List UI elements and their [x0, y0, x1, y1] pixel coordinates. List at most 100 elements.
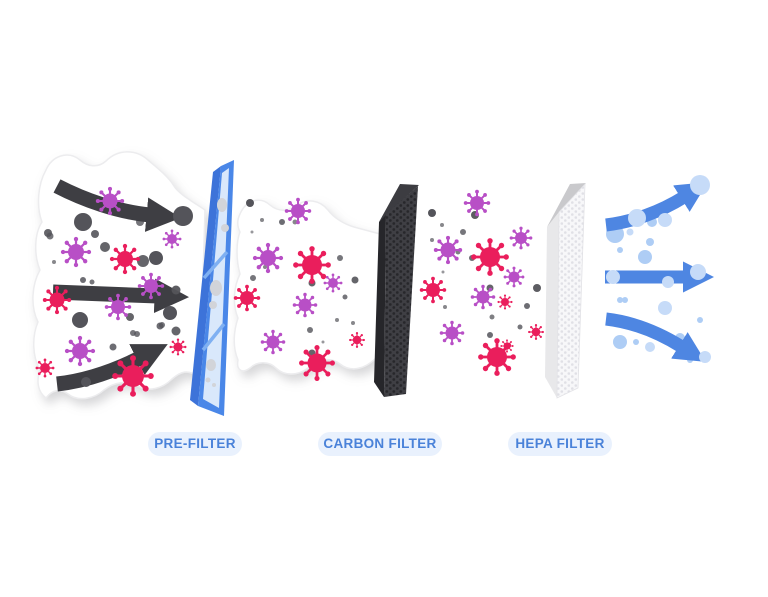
- clean-arrow-top-icon: [605, 182, 708, 232]
- dust-particle: [72, 312, 88, 328]
- dust-particles-post-carbon: [428, 209, 541, 338]
- dust-particles-dirty-front: [81, 206, 193, 387]
- virus-icon-pink: [527, 323, 545, 341]
- carbon-filter-side: [374, 214, 386, 397]
- dust-particle: [321, 340, 325, 344]
- virus-icon-purple: [63, 334, 97, 368]
- dust-particle: [263, 265, 267, 269]
- pre-filter-side: [190, 166, 221, 406]
- virus-icon-pink: [499, 338, 515, 354]
- dust-particle: [279, 219, 285, 225]
- virus-icon-pink: [34, 357, 56, 379]
- dirty-arrow-middle-icon: [52, 278, 190, 314]
- dust-particle: [443, 305, 447, 309]
- pre-filter-trapped-dust: [205, 198, 229, 387]
- dust-particle: [517, 324, 523, 330]
- dust-particle: [430, 238, 434, 242]
- virus-icon-pink: [41, 284, 73, 316]
- dust-particle: [89, 279, 95, 285]
- dust-particle: [440, 223, 444, 227]
- virus-icon-purple: [136, 271, 166, 301]
- virus-icon-pink: [418, 275, 448, 305]
- virus-icon-purple: [161, 228, 183, 250]
- hepa-filter-face: [556, 182, 586, 399]
- dust-particle: [149, 251, 163, 265]
- dust-particle: [533, 284, 541, 292]
- air-bubble: [606, 270, 620, 284]
- air-bubble: [617, 297, 623, 303]
- virus-icon-purple: [438, 319, 466, 347]
- dust-particle: [342, 294, 348, 300]
- dust-particle: [260, 218, 264, 222]
- virus-icon-pink: [110, 353, 156, 399]
- dust-particle: [137, 255, 149, 267]
- dirty-arrow-top-icon: [53, 179, 181, 232]
- virus-icon-pink: [232, 283, 262, 313]
- air-bubble: [690, 175, 710, 195]
- pre-filter-label: PRE-FILTER: [148, 432, 242, 456]
- carbon-filter-label: CARBON FILTER: [318, 432, 442, 456]
- air-bubble: [697, 317, 703, 323]
- dust-particle: [171, 285, 181, 295]
- dust-particle: [246, 199, 254, 207]
- virus-icon-pink: [476, 336, 518, 378]
- virus-icon-purple: [322, 272, 344, 294]
- virus-icon-pink: [291, 244, 333, 286]
- air-bubble: [687, 357, 693, 363]
- air-bubble: [645, 342, 655, 352]
- air-bubble: [626, 228, 634, 236]
- pre-filter-glass-dividers: [201, 250, 229, 352]
- dust-particle: [173, 206, 193, 226]
- virus-icon-purple: [432, 234, 464, 266]
- clean-air-bubbles-back: [606, 217, 703, 363]
- dust-particle: [489, 314, 495, 320]
- dust-particle: [351, 276, 359, 284]
- hepa-filter-bevel: [547, 183, 586, 227]
- virus-icon-pink: [496, 293, 514, 311]
- air-bubble: [638, 250, 652, 264]
- dust-particle: [159, 322, 165, 328]
- dust-particle: [428, 209, 436, 217]
- air-bubble: [613, 335, 627, 349]
- dust-particle: [351, 321, 355, 325]
- virus-icon-pink: [297, 343, 337, 383]
- air-bubble: [690, 264, 706, 280]
- dust-particle: [91, 230, 99, 238]
- dust-particle: [250, 230, 254, 234]
- dust-particle: [171, 326, 181, 336]
- virus-icon-purple: [502, 265, 526, 289]
- air-bubble: [658, 301, 672, 315]
- hepa-filter-panel: [545, 182, 586, 399]
- carbon-filter-face: [384, 186, 418, 397]
- dust-particle: [80, 277, 86, 283]
- air-bubble: [617, 247, 623, 253]
- virus-icon-purple: [251, 241, 285, 275]
- air-bubble: [628, 209, 646, 227]
- air-bubble: [646, 238, 654, 246]
- dust-particle: [52, 260, 56, 264]
- virus-icon-purple: [103, 292, 133, 322]
- dust-particle: [335, 318, 339, 322]
- virus-icon-purple: [469, 283, 497, 311]
- virus-icon-purple: [94, 185, 126, 217]
- hepa-filter-label: HEPA FILTER: [508, 432, 612, 456]
- mid-air-cloud: [233, 199, 381, 375]
- carbon-filter-panel: [374, 184, 419, 397]
- air-bubble: [622, 297, 628, 303]
- clean-arrow-bottom-icon: [605, 312, 706, 362]
- dust-particle: [292, 219, 298, 225]
- clean-air-bubbles-front: [606, 175, 711, 363]
- virus-icon-pink: [348, 331, 366, 349]
- air-bubble: [658, 213, 672, 227]
- dust-particle: [74, 213, 92, 231]
- virus-icon-pink: [168, 337, 188, 357]
- dust-particle: [130, 330, 136, 336]
- dust-particle: [44, 229, 52, 237]
- dust-particle: [163, 306, 177, 320]
- dust-particle: [100, 242, 110, 252]
- dust-particle: [109, 343, 117, 351]
- virus-icon-purple: [59, 235, 93, 269]
- dust-particle: [441, 270, 445, 274]
- air-bubble: [633, 339, 639, 345]
